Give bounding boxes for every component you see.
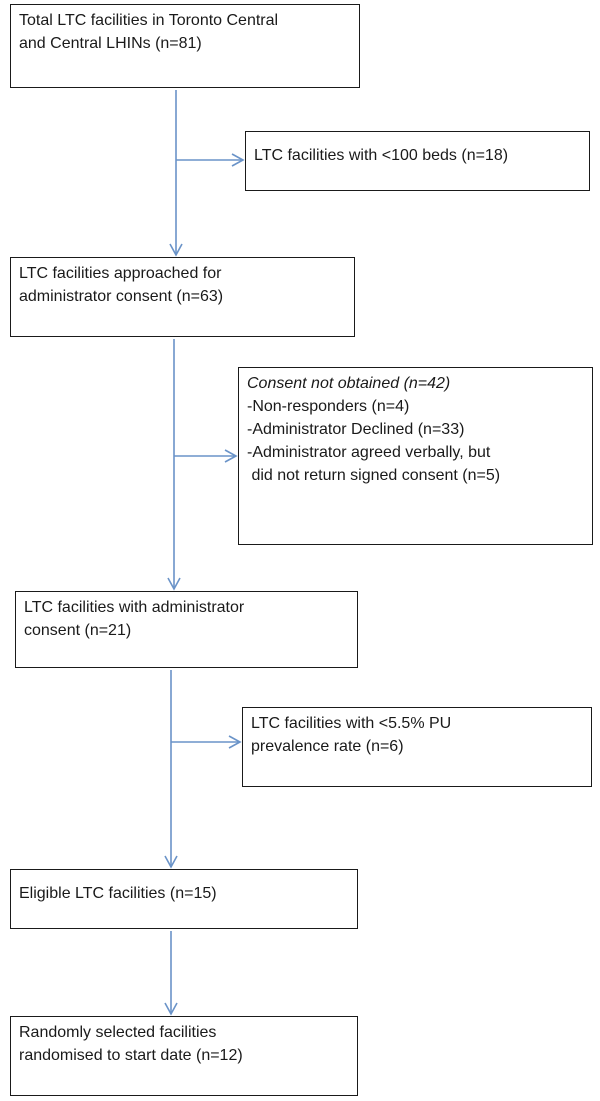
box-text-line: randomised to start date (n=12): [19, 1047, 243, 1064]
box-text-line: consent (n=21): [24, 622, 132, 639]
box-heading: Consent not obtained (n=42): [247, 375, 451, 392]
box-total-facilities: Total LTC facilities in Toronto Central …: [10, 4, 360, 88]
box-randomised: Randomly selected facilities randomised …: [10, 1016, 358, 1096]
box-text-line: LTC facilities with administrator: [24, 599, 245, 616]
box-text-line: Randomly selected facilities: [19, 1024, 217, 1041]
box-text-line: -Administrator agreed verbally, but: [247, 444, 491, 461]
box-text-line: and Central LHINs (n=81): [19, 35, 202, 52]
box-text-line: prevalence rate (n=6): [251, 738, 404, 755]
box-text-line: LTC facilities with <100 beds (n=18): [254, 147, 509, 164]
box-consent-not-obtained: Consent not obtained (n=42) -Non-respond…: [238, 367, 593, 545]
box-approached: LTC facilities approached for administra…: [10, 257, 355, 337]
box-with-consent: LTC facilities with administrator consen…: [15, 591, 358, 668]
box-text-line: LTC facilities with <5.5% PU: [251, 715, 452, 732]
box-text-line: -Administrator Declined (n=33): [247, 421, 465, 438]
box-text-line: Total LTC facilities in Toronto Central: [19, 12, 279, 29]
box-excluded-beds: LTC facilities with <100 beds (n=18): [245, 131, 590, 191]
box-text-line: -Non-responders (n=4): [247, 398, 410, 415]
box-text-line: did not return signed consent (n=5): [247, 467, 501, 484]
box-eligible: Eligible LTC facilities (n=15): [10, 869, 358, 929]
box-text-line: LTC facilities approached for: [19, 265, 222, 282]
box-text-line: administrator consent (n=63): [19, 288, 224, 305]
box-excluded-prevalence: LTC facilities with <5.5% PU prevalence …: [242, 707, 592, 787]
box-text-line: Eligible LTC facilities (n=15): [19, 885, 217, 902]
